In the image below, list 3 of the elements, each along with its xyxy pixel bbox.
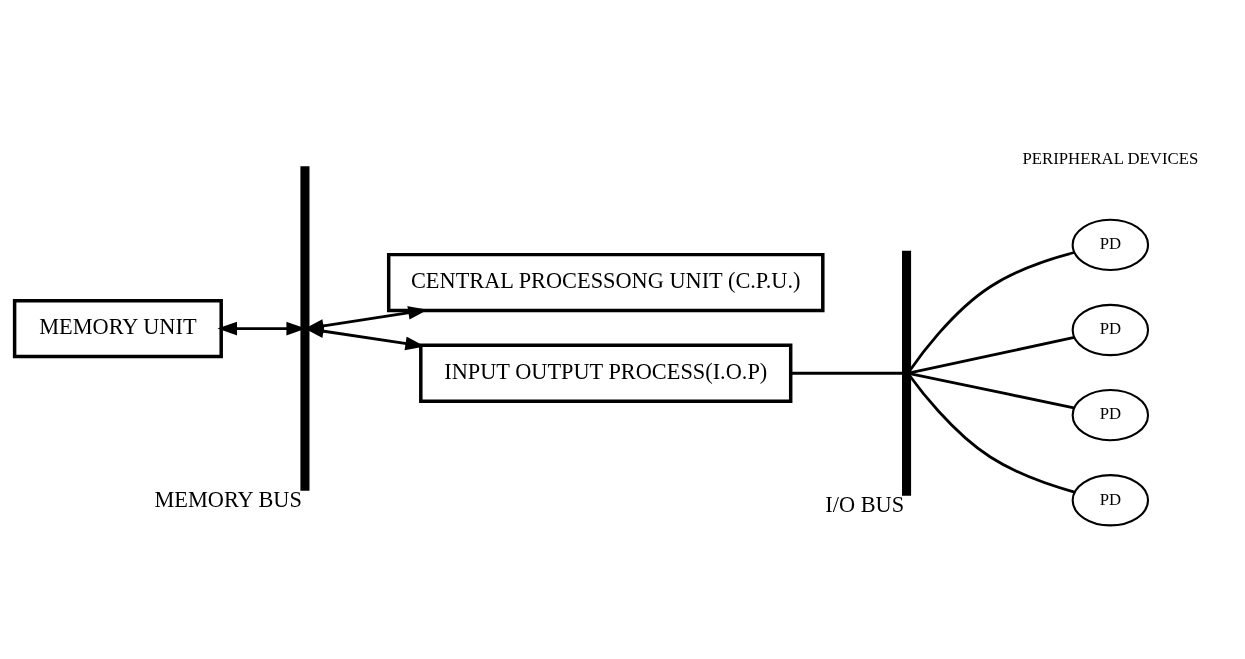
label: PERIPHERAL DEVICES (1022, 148, 1199, 168)
node-label: MEMORY BUS (154, 486, 302, 512)
node-label: I/O BUS (825, 491, 905, 517)
